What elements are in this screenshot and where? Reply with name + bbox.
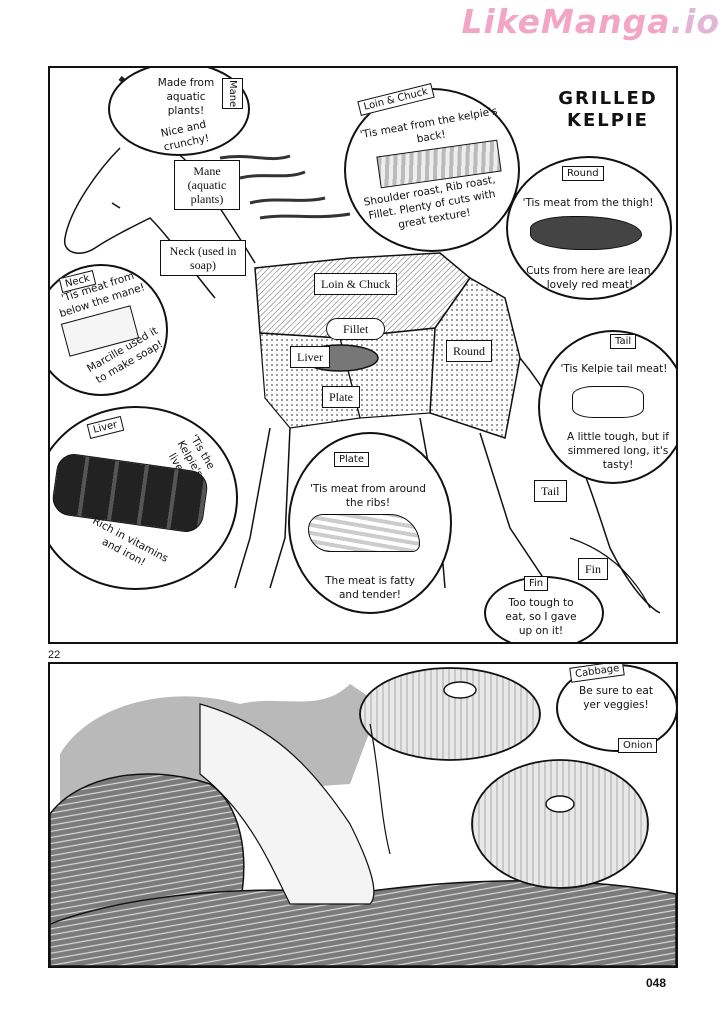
label-fillet: Fillet [326,318,386,340]
label-neck: Neck (used in soap) [160,240,246,276]
bottom-panel: Cabbage Be sure to eat yer veggies! Onio… [48,662,678,968]
onion-top [359,667,541,761]
tail-bubble-tag: Tail [610,334,637,349]
label-fin: Fin [578,558,609,580]
fin-bubble-tag: Fin [524,576,549,591]
round-bubble-text-1: 'Tis meat from the thigh! [522,197,654,209]
label-round: Round [446,340,493,362]
watermark-main: LikeManga [461,2,671,41]
title-line-2: KELPIE [567,110,649,131]
page-marker: 22 [48,649,61,661]
onion-bottom [471,759,649,889]
mane-bubble-tag: Mane [222,78,243,110]
plate-bubble-text-1: 'Tis meat from around the ribs! [310,483,426,509]
page-number: 048 [646,976,667,990]
round-bubble-tag: Round [562,166,604,181]
plate-bubble-tag: Plate [334,452,370,467]
label-mane: Mane (aquatic plants) [174,160,240,210]
tail-meat-icon [572,386,644,418]
tail-bubble-text-1: 'Tis Kelpie tail meat! [560,363,668,375]
mane-bubble-text: Made from aquatic plants! [157,77,215,117]
grilled-kelpie-illustration [50,667,676,966]
plate-bubble-text-2: The meat is fatty and tender! [325,575,415,601]
watermark-suffix: .io [670,2,720,41]
fin-bubble-text: Too tough to eat, so I gave up on it! [505,597,577,637]
label-tail: Tail [534,480,567,502]
round-bubble-text-2: Cuts from here are lean, lovely red meat… [526,265,654,291]
cabbage-bubble [556,664,676,752]
onion-tag: Onion [618,738,658,753]
round-meat-icon [530,216,642,250]
top-panel: GRILLED KELPIE Made from aquatic plants!… [48,66,678,644]
watermark: LikeManga.io [461,2,720,41]
title-line-1: GRILLED [558,88,658,109]
page-title: GRILLED KELPIE [558,88,658,132]
tail-bubble-text-2: A little tough, but if simmered long, it… [567,431,669,471]
label-loin-chuck: Loin & Chuck [314,273,398,295]
fin-bubble [484,576,604,642]
plate-meat-icon [308,514,420,552]
label-plate: Plate [322,386,360,408]
label-liver: Liver [290,346,330,368]
cabbage-bubble-text: Be sure to eat yer veggies! [579,685,653,711]
